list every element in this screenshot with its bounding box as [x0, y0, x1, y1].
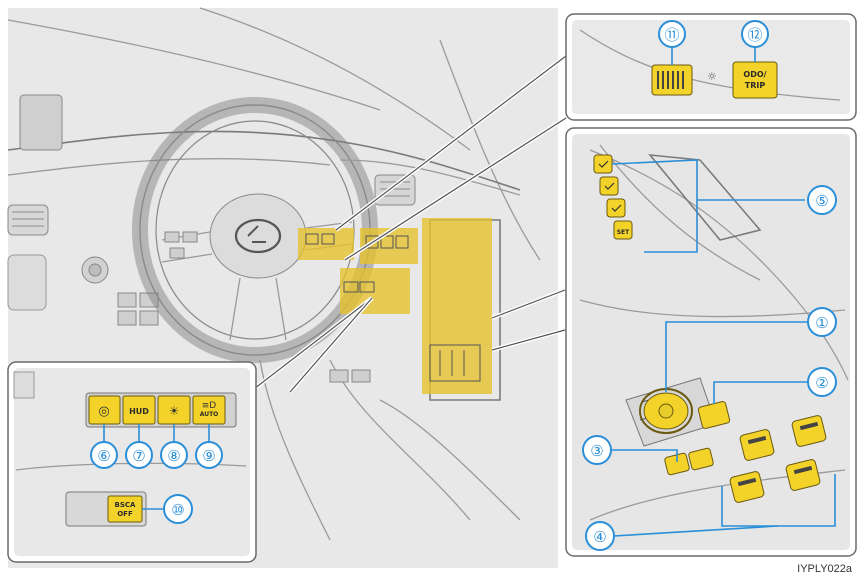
callout-4-label: ④	[593, 528, 606, 546]
callout-8	[160, 441, 188, 469]
inset-dimmer-odo: ☼ ODO/ TRIP ⑪ ⑫	[565, 13, 857, 121]
callout-6-label: ⑥	[97, 447, 110, 465]
window-lock-switch	[688, 447, 714, 471]
callout-6	[90, 441, 118, 469]
callout-4	[585, 521, 615, 551]
connector-lines	[248, 54, 568, 394]
window-lock-icon	[664, 452, 690, 476]
callout-12	[741, 20, 769, 48]
callout-1-label: ①	[815, 314, 828, 332]
hud-label: HUD	[129, 407, 149, 416]
inset-door-panel: SET ⑤	[565, 127, 857, 557]
auto-label: AUTO	[200, 411, 219, 418]
callout-3	[582, 435, 612, 465]
bsca-off-button	[107, 495, 143, 523]
memory-button-1	[593, 154, 613, 174]
callout-7	[125, 441, 153, 469]
memory-set-button	[613, 220, 633, 240]
callout-7-label: ⑦	[132, 447, 145, 465]
inset-lower-dash: ◎ HUD ☀ AUTO ≡D ⑥ ⑦ ⑧ ⑨ BSCA OFF ⑩	[7, 361, 257, 563]
callout-2	[807, 367, 837, 397]
set-label: SET	[617, 229, 630, 236]
callout-3-label: ③	[590, 442, 603, 460]
memory-button-3	[606, 198, 626, 218]
memory-button-2	[599, 176, 619, 196]
svg-text:≡D: ≡D	[202, 401, 217, 411]
callout-1	[807, 307, 837, 337]
svg-text:☀: ☀	[169, 404, 180, 418]
mirror-select-icon	[697, 401, 731, 429]
callout-9	[195, 441, 223, 469]
svg-text:◎: ◎	[98, 404, 109, 419]
bsca-label-1: BSCA	[115, 501, 137, 509]
highlight-regions	[298, 218, 492, 394]
callout-10	[163, 494, 193, 524]
bsca-label-2: OFF	[117, 510, 133, 518]
svg-text:☼: ☼	[707, 70, 717, 83]
callout-5-label: ⑤	[815, 192, 828, 210]
callout-10-label: ⑩	[171, 501, 184, 519]
callout-2-label: ②	[815, 374, 828, 392]
odo-trip-button	[732, 61, 778, 99]
callout-12-label: ⑫	[747, 26, 762, 44]
callout-5	[807, 185, 837, 215]
image-code: IYPLY022a	[797, 563, 853, 575]
odo-label-2: TRIP	[745, 81, 766, 90]
callout-11-label: ⑪	[664, 26, 679, 44]
callout-9-label: ⑨	[202, 447, 215, 465]
odo-label-1: ODO/	[743, 70, 766, 79]
memory-seat-buttons: SET	[593, 154, 633, 240]
callout-8-label: ⑧	[167, 447, 180, 465]
window-switch-cluster	[625, 377, 827, 503]
callout-11	[658, 20, 686, 48]
